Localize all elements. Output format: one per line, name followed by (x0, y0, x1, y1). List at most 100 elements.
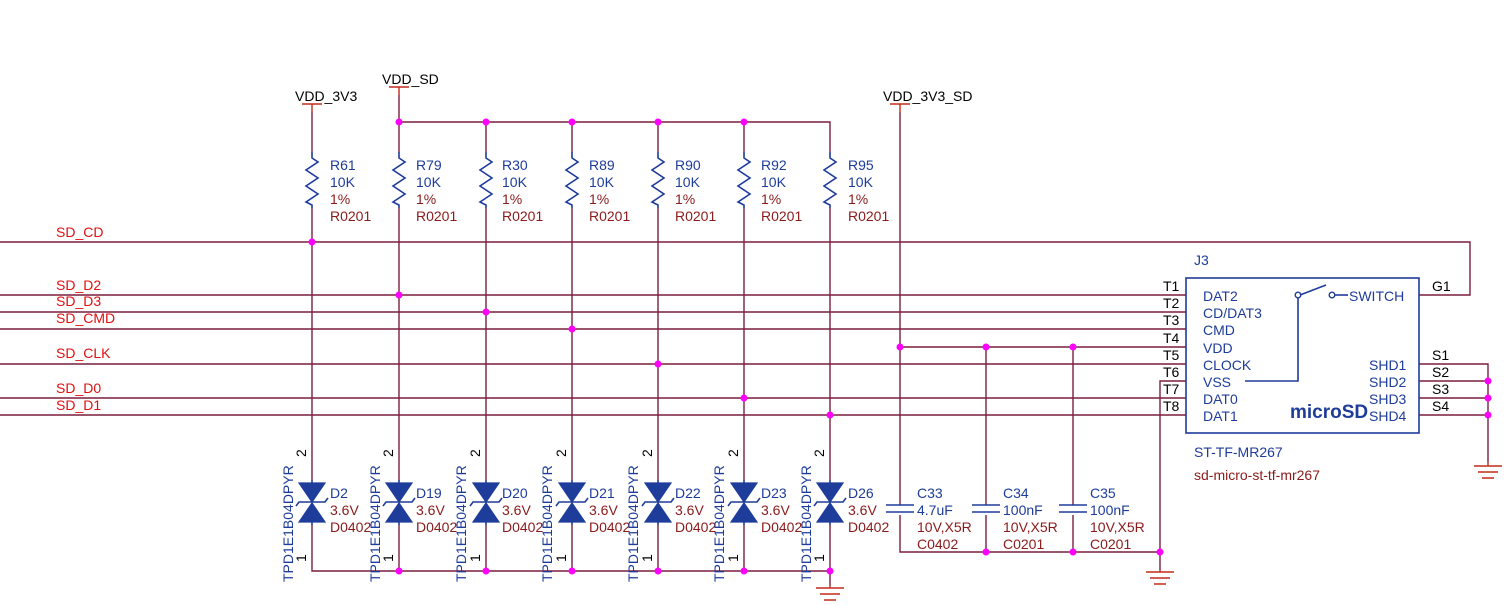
tvs-diode-icon (727, 480, 761, 525)
pin-number: T6 (1163, 364, 1180, 380)
pin-number: T2 (1163, 295, 1180, 311)
diode-package: D0402 (502, 519, 543, 535)
diode-voltage: 3.6V (848, 502, 877, 518)
resistor-ref: R79 (416, 157, 442, 173)
capacitor-rating: 10V,X5R (917, 519, 972, 535)
wire-vdd-sd-rail (398, 95, 831, 152)
diode-pin-top: 2 (467, 449, 483, 457)
net-wires (0, 241, 1489, 570)
power-labels: VDD_3V3 VDD_SD VDD_3V3_SD (295, 71, 973, 104)
capacitor-rating: 10V,X5R (1090, 519, 1145, 535)
power-rails (302, 86, 910, 505)
vdd-3v3-symbol (302, 103, 322, 112)
tvs-diode-icon (382, 480, 416, 525)
switch-label: SWITCH (1349, 288, 1404, 304)
tvs-diode-icon (295, 480, 329, 525)
connector-footprint: sd-micro-st-tf-mr267 (1194, 467, 1320, 483)
capacitor-rating: 10V,X5R (1003, 519, 1058, 535)
diode-package: D0402 (330, 519, 371, 535)
switch-icon (1245, 284, 1348, 382)
diode-wires (311, 242, 831, 585)
diode-part: TPD1E1B04DPYR (711, 465, 727, 582)
capacitor-value: 100nF (1003, 502, 1043, 518)
resistor-tolerance: 1% (589, 191, 609, 207)
resistor-package: R0201 (848, 208, 889, 224)
resistor-icon (564, 152, 580, 208)
diode-symbols (295, 480, 847, 525)
net-label-sd-cmd: SD_CMD (56, 310, 115, 326)
resistor-tolerance: 1% (675, 191, 695, 207)
pin-number: S1 (1432, 347, 1449, 363)
vdd-sd-symbol (389, 86, 409, 95)
net-labels: SD_CD SD_D2 SD_D3 SD_CMD SD_CLK SD_D0 SD… (56, 224, 115, 413)
connector-body (1185, 277, 1420, 434)
resistor-value: 10K (502, 174, 528, 190)
junction-dots (308, 118, 1492, 575)
diode-package: D0402 (416, 519, 457, 535)
resistor-package: R0201 (330, 208, 371, 224)
connector-title: microSD (1290, 402, 1368, 423)
pin-name: SHD2 (1369, 374, 1407, 390)
capacitor-ref: C35 (1090, 485, 1116, 501)
net-label-sd-d3: SD_D3 (56, 293, 101, 309)
net-label-sd-d0: SD_D0 (56, 380, 101, 396)
diode-pin-top: 2 (293, 449, 309, 457)
pin-name: DAT1 (1203, 408, 1238, 424)
diode-pin-bottom: 1 (811, 554, 827, 562)
resistor-labels: R61 10K 1% R0201 R79 10K 1% R0201 R30 10… (330, 157, 889, 224)
diode-to-gnd (311, 525, 831, 585)
tvs-diode-icon (813, 480, 847, 525)
diode-voltage: 3.6V (330, 502, 359, 518)
resistor-value: 10K (848, 174, 874, 190)
resistor-ref: R95 (848, 157, 874, 173)
resistor-tolerance: 1% (761, 191, 781, 207)
wire-shield (1419, 363, 1489, 416)
connector-j3: J3 microSD ST-TF-MR267 sd-micro-st-tf-mr… (1163, 252, 1451, 483)
connector-ref: J3 (1194, 252, 1209, 268)
pin-number: T1 (1163, 278, 1180, 294)
pin-name: VDD (1203, 340, 1233, 356)
diode-package: D0402 (675, 519, 716, 535)
diode-package: D0402 (589, 519, 630, 535)
resistor-tolerance: 1% (848, 191, 868, 207)
diode-pin-top: 2 (553, 449, 569, 457)
resistor-symbols (304, 152, 838, 208)
ground-icon (1146, 570, 1174, 585)
diode-pin-top: 2 (811, 449, 827, 457)
diode-pin-bottom: 1 (725, 554, 741, 562)
resistor-tolerance: 1% (330, 191, 350, 207)
resistor-icon (304, 152, 320, 208)
diode-labels: D2 3.6V D0402 TPD1E1B04DPYR 2 1 D19 3.6V… (280, 449, 889, 582)
resistor-package: R0201 (502, 208, 543, 224)
diode-part: TPD1E1B04DPYR (539, 465, 555, 582)
capacitor-ref: C33 (917, 485, 943, 501)
pin-number: G1 (1432, 278, 1451, 294)
diode-pin-bottom: 1 (293, 554, 309, 562)
resistor-package: R0201 (416, 208, 457, 224)
diode-ref: D2 (330, 485, 348, 501)
diode-ref: D21 (589, 485, 615, 501)
net-label-sd-cd: SD_CD (56, 224, 103, 240)
pin-number: S3 (1432, 381, 1449, 397)
pin-number: S2 (1432, 364, 1449, 380)
tvs-diode-icon (469, 480, 503, 525)
diode-voltage: 3.6V (761, 502, 790, 518)
diode-package: D0402 (848, 519, 889, 535)
resistor-ref: R30 (502, 157, 528, 173)
wire-shield-2 (1419, 380, 1489, 462)
diode-part: TPD1E1B04DPYR (280, 465, 296, 582)
resistor-drops (311, 208, 831, 415)
capacitor-value: 100nF (1090, 502, 1130, 518)
diode-pin-bottom: 1 (380, 554, 396, 562)
pin-number: S4 (1432, 398, 1449, 414)
pin-number: T8 (1163, 398, 1180, 414)
power-label-vdd-3v3: VDD_3V3 (295, 88, 357, 104)
resistor-value: 10K (675, 174, 701, 190)
pin-name: DAT2 (1203, 288, 1238, 304)
diode-part: TPD1E1B04DPYR (453, 465, 469, 582)
resistor-icon (822, 152, 838, 208)
resistor-value: 10K (589, 174, 615, 190)
capacitor-package: C0402 (917, 536, 958, 552)
pin-name: SHD4 (1369, 408, 1407, 424)
